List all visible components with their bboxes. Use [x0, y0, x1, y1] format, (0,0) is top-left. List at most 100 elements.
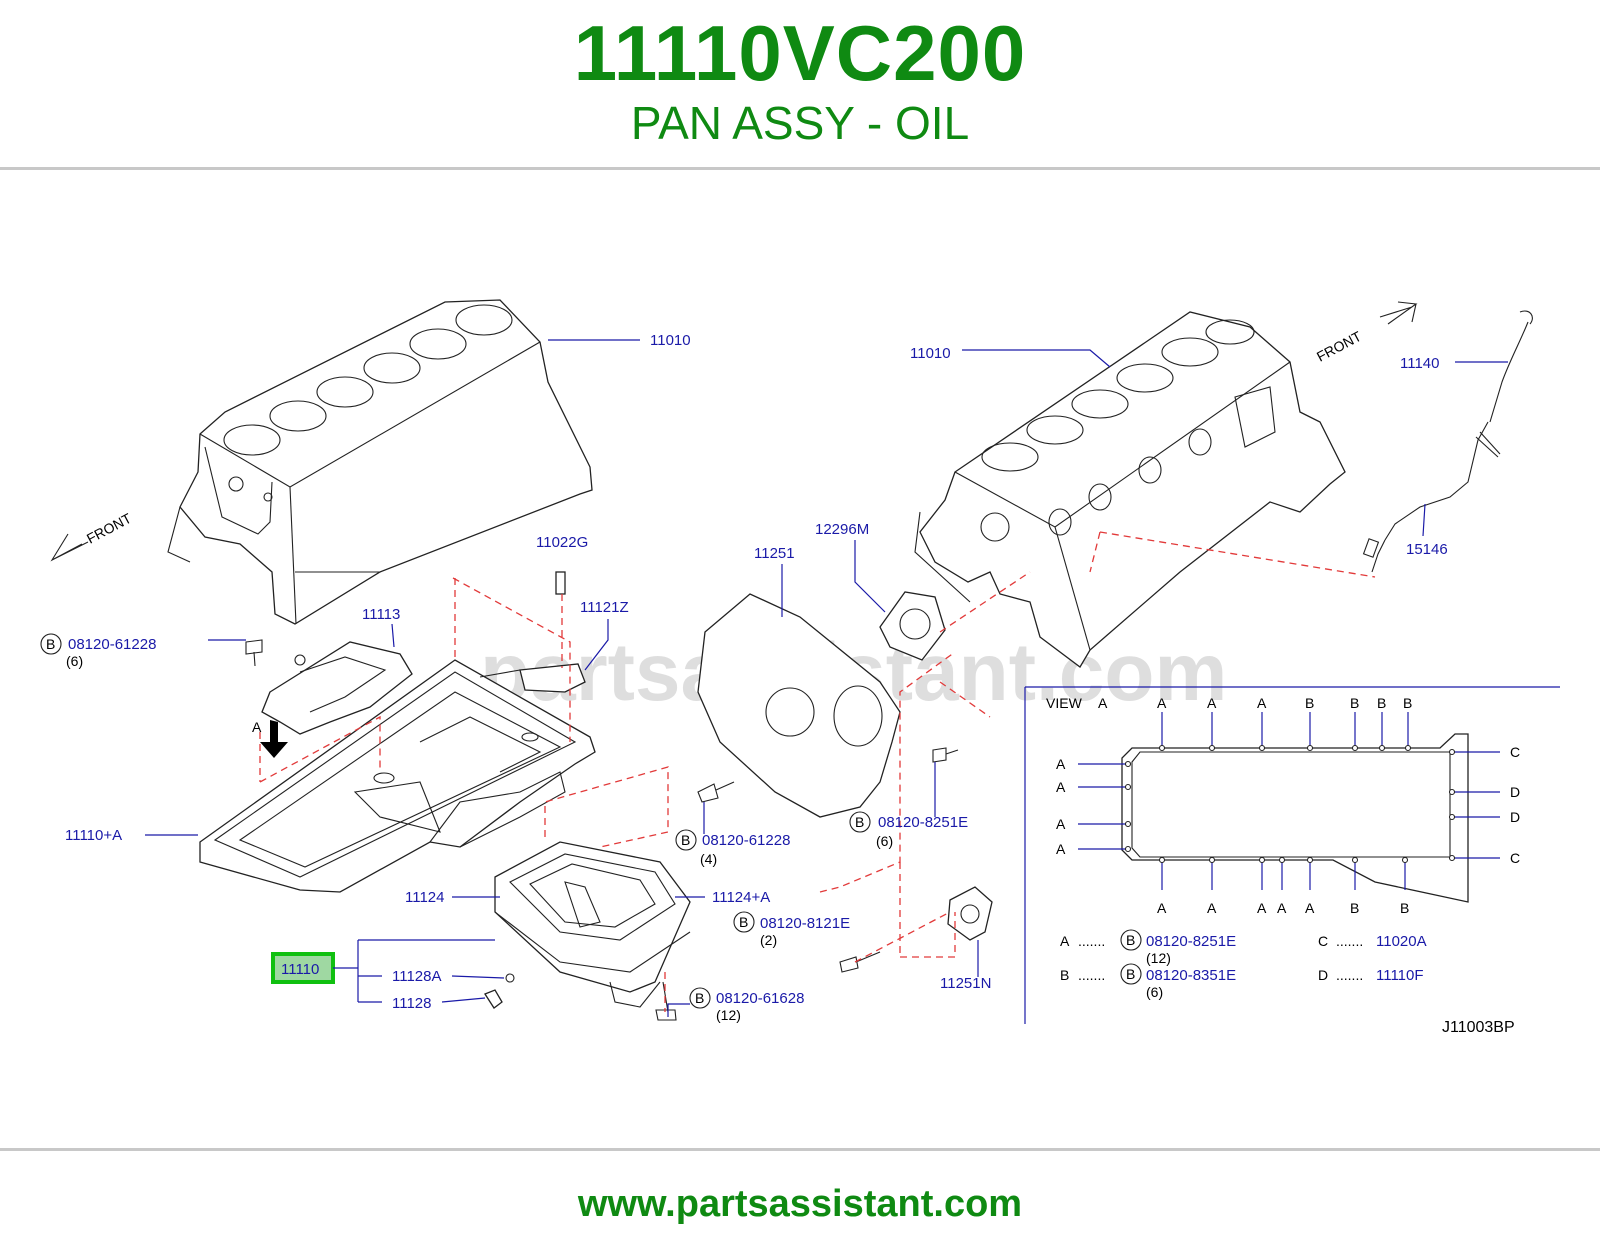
label-11128A: 11128A — [392, 968, 505, 985]
svg-text:11251: 11251 — [754, 545, 795, 562]
view-bolt-hole — [1448, 813, 1456, 821]
svg-text:11110+A: 11110+A — [65, 827, 122, 844]
svg-text:11121Z: 11121Z — [580, 599, 629, 616]
label-11251: 11251 — [754, 545, 795, 617]
svg-text:08120-8351E: 08120-8351E — [1146, 967, 1236, 984]
bolt-callout-4: B 08120-8121E (2) — [733, 911, 850, 948]
view-bolt-letter: B — [1305, 695, 1314, 711]
view-bolt-hole — [1158, 856, 1166, 864]
svg-text:B: B — [1126, 932, 1135, 948]
view-bolt-hole — [1351, 856, 1359, 864]
view-bolt-hole — [1124, 783, 1132, 791]
bolt-callout-5: B 08120-61628 (12) — [667, 987, 804, 1023]
svg-text:B: B — [681, 832, 690, 848]
svg-text:(12): (12) — [716, 1007, 741, 1023]
svg-text:08120-8251E: 08120-8251E — [1146, 933, 1236, 950]
diagram-code: J11003BP — [1442, 1019, 1515, 1036]
svg-text:A: A — [1060, 933, 1070, 949]
svg-text:B: B — [855, 814, 864, 830]
svg-text:11020A: 11020A — [1376, 933, 1427, 950]
view-bolt-letter: A — [1257, 900, 1267, 916]
parts-diagram: partsassistant.com FRONT — [40, 299, 1560, 1036]
part-name-subtitle: PAN ASSY - OIL — [630, 97, 970, 149]
svg-text:11128: 11128 — [392, 995, 432, 1012]
footer-divider — [0, 1148, 1600, 1151]
view-bolt-hole — [1258, 744, 1266, 752]
view-bolt-hole — [1404, 744, 1412, 752]
view-bolt-letter: C — [1510, 850, 1520, 866]
view-bolt-hole — [1124, 845, 1132, 853]
svg-text:12296M: 12296M — [815, 521, 869, 538]
engine-block-right — [914, 311, 1346, 668]
part-number-title: 11110VC200 — [573, 9, 1027, 97]
view-bolt-hole — [1401, 856, 1409, 864]
svg-text:11128A: 11128A — [392, 968, 442, 985]
assy-label-11110[interactable]: 11110 — [271, 952, 335, 984]
strainer-assembly — [479, 571, 586, 693]
label-11128: 11128 — [392, 995, 486, 1012]
svg-text:.......: ....... — [1078, 967, 1105, 983]
svg-text:11010: 11010 — [910, 345, 951, 362]
svg-text:(12): (12) — [1146, 950, 1171, 966]
svg-text:FRONT: FRONT — [1314, 328, 1364, 365]
svg-text:.......: ....... — [1336, 933, 1363, 949]
svg-text:11251N: 11251N — [940, 975, 991, 992]
label-11110A: 11110+A — [65, 827, 198, 844]
assy-bracket — [333, 939, 495, 1003]
rear-seal-retainer — [879, 591, 946, 661]
bolt-plate-right — [932, 747, 959, 763]
label-11010-left: 11010 — [548, 332, 691, 349]
view-legend-d: D ....... 11110F — [1318, 967, 1424, 984]
view-bolt-hole — [1278, 856, 1286, 864]
view-bolt-letter: B — [1350, 900, 1359, 916]
view-bolt-hole — [1448, 748, 1456, 756]
view-a-arrow-icon — [260, 720, 288, 758]
view-bolt-letter: A — [1056, 841, 1066, 857]
label-11124A: 11124+A — [675, 889, 770, 906]
view-bolt-hole — [1351, 744, 1359, 752]
bolt-callout-1: B 08120-61228 (6) — [40, 633, 246, 669]
svg-text:C: C — [1318, 933, 1328, 949]
view-bolt-letter: A — [1257, 695, 1267, 711]
view-bolt-letter: A — [1056, 779, 1066, 795]
drain-plug — [484, 973, 515, 1009]
view-bolt-letter: A — [1056, 816, 1066, 832]
svg-text:(2): (2) — [760, 932, 777, 948]
svg-text:08120-61228: 08120-61228 — [702, 832, 790, 849]
view-bolt-letter: A — [1305, 900, 1315, 916]
pan-bolt — [655, 981, 677, 1021]
view-bolt-letter: D — [1510, 784, 1520, 800]
view-bolt-letter: A — [1157, 900, 1167, 916]
label-11251N: 11251N — [940, 940, 991, 992]
bolt-callout-2: B 08120-61228 (4) — [675, 802, 790, 867]
svg-text:11010: 11010 — [650, 332, 691, 349]
svg-text:15146: 15146 — [1406, 541, 1448, 558]
view-legend-c: C ....... 11020A — [1318, 933, 1427, 950]
view-bolt-letter: D — [1510, 809, 1520, 825]
svg-text:11124: 11124 — [405, 889, 445, 906]
svg-text:B: B — [739, 914, 748, 930]
view-bolt-letter: A — [1207, 695, 1217, 711]
view-bolt-letter: B — [1403, 695, 1412, 711]
label-11121Z: 11121Z — [580, 599, 629, 671]
label-12296M: 12296M — [815, 521, 886, 613]
svg-text:08120-61628: 08120-61628 — [716, 990, 804, 1007]
view-title: VIEW — [1046, 695, 1083, 711]
svg-text:B: B — [1060, 967, 1069, 983]
svg-text:11022G: 11022G — [536, 534, 588, 551]
svg-text:B: B — [695, 990, 704, 1006]
view-bolt-letter: B — [1350, 695, 1359, 711]
svg-text:11110F: 11110F — [1376, 967, 1424, 984]
view-bolt-letter: A — [1277, 900, 1287, 916]
footer-url[interactable]: www.partsassistant.com — [577, 1183, 1023, 1225]
cover-plate — [947, 886, 993, 941]
svg-text:(6): (6) — [876, 833, 893, 849]
label-11124: 11124 — [405, 889, 500, 906]
dipstick-assembly — [1362, 310, 1533, 573]
view-bolt-letter: A — [1207, 900, 1217, 916]
view-bolt-hole — [1124, 760, 1132, 768]
svg-text:A: A — [1098, 695, 1108, 711]
